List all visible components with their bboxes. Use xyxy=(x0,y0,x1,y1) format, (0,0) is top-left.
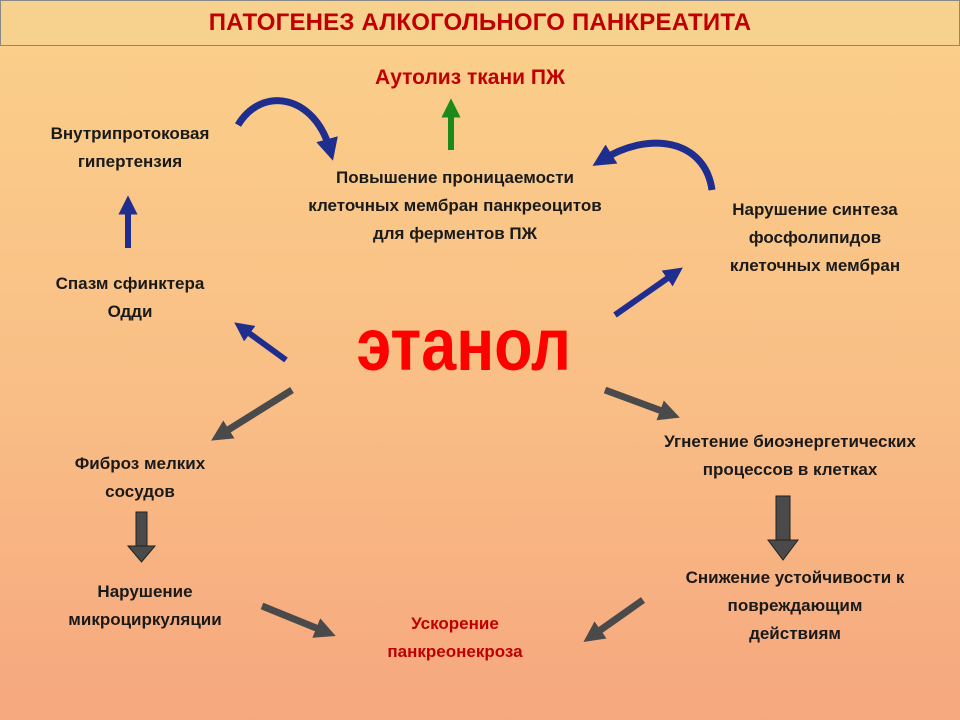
arrow-hypertension-to-permeability xyxy=(235,97,338,161)
title-bar: ПАТОГЕНЕЗ АЛКОГОЛЬНОГО ПАНКРЕАТИТА xyxy=(0,0,960,46)
arrow-resistance-to-necrosis xyxy=(583,597,646,643)
node-ductal-hypertension: Внутрипротоковая гипертензия xyxy=(50,124,210,171)
node-ethanol: этанол xyxy=(356,303,572,386)
node-resistance: Снижение устойчивости к повреждающим дей… xyxy=(685,568,905,643)
node-microcirculation: Нарушение микроциркуляции xyxy=(68,582,222,629)
arrow-ethanol-to-bioenergetic xyxy=(603,386,680,421)
arrow-ethanol-to-fibrosis xyxy=(211,387,294,441)
node-fibrosis: Фиброз мелких сосудов xyxy=(74,454,206,501)
arrow-fibrosis-to-microcirculation xyxy=(126,511,157,563)
arrow-ethanol-to-phospholipid xyxy=(613,267,683,318)
arrow-ethanol-to-oddi xyxy=(234,322,288,363)
node-oddi-spasm: Спазм сфинктера Одди xyxy=(55,274,205,321)
node-bioenergetic: Угнетение биоэнергетических процессов в … xyxy=(664,432,916,479)
node-necrosis: Ускорение панкреонекроза xyxy=(387,614,523,661)
arrow-bioenergetic-to-resistance xyxy=(767,495,799,561)
node-autolysis: Аутолиз ткани ПЖ xyxy=(375,66,565,89)
arrow-phospholipid-to-permeability xyxy=(592,139,716,191)
node-phospholipid: Нарушение синтеза фосфолипидов клеточных… xyxy=(729,200,901,275)
node-permeability: Повышение проницаемости клеточных мембра… xyxy=(308,168,602,243)
arrow-microcirculation-to-necrosis xyxy=(260,602,336,638)
page-title: ПАТОГЕНЕЗ АЛКОГОЛЬНОГО ПАНКРЕАТИТА xyxy=(208,9,752,36)
